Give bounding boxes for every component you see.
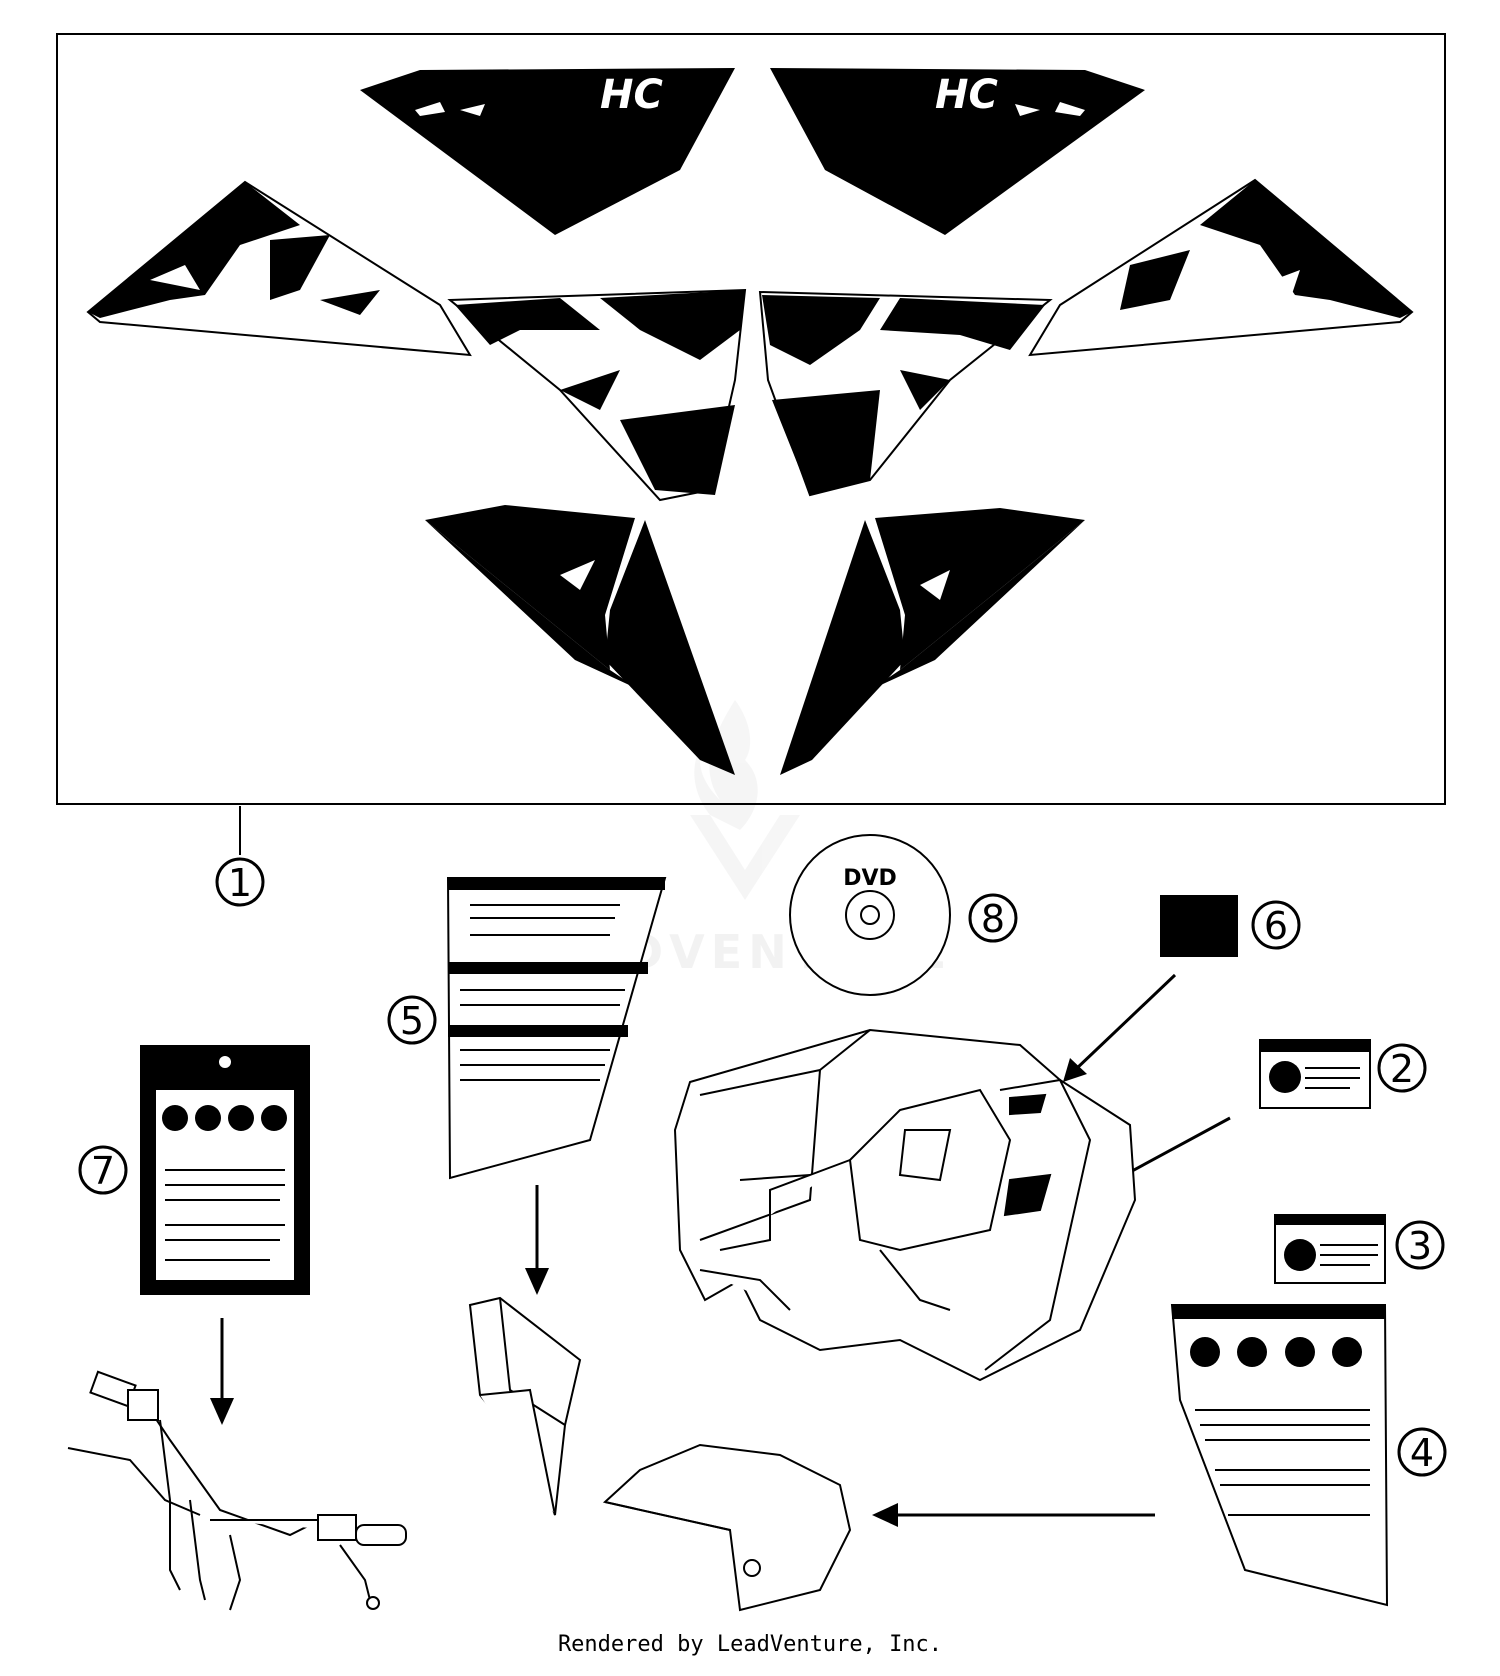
- fender-decal-right-outer: [1028, 178, 1414, 357]
- warning-label-4: [1170, 1304, 1389, 1607]
- decal-hc-text-right: HC: [935, 72, 998, 118]
- fender-decal-right-inner: [758, 290, 1053, 497]
- callout-6: 6: [1251, 900, 1301, 950]
- callout-label-3: 3: [1408, 1224, 1432, 1268]
- fender-decal-left-outer: [86, 180, 472, 357]
- callout-7: 7: [78, 1145, 128, 1195]
- dvd-label: DVD: [843, 866, 897, 891]
- callout-label-8: 8: [981, 897, 1005, 941]
- callout-2: 2: [1377, 1043, 1427, 1093]
- callout-label-6: 6: [1264, 904, 1288, 948]
- decal-kit-frame: [56, 33, 1446, 805]
- tank-decal-left-hc: HC: [360, 68, 735, 235]
- fender-decal-left-inner: [447, 288, 747, 502]
- warning-label-3: [1274, 1214, 1386, 1284]
- callout-label-7: 7: [91, 1149, 115, 1193]
- callout-label-4: 4: [1410, 1431, 1434, 1475]
- decal-hc-text-left: HC: [600, 72, 663, 118]
- arrow-4-head: [872, 1503, 898, 1527]
- callout-label-1: 1: [228, 861, 252, 905]
- warning-label-7: [140, 1045, 310, 1295]
- warning-label-2: [1259, 1039, 1371, 1109]
- shroud-decal-right: [780, 508, 1085, 775]
- warning-label-5: [446, 877, 667, 1180]
- handlebar-illustration: [67, 1370, 407, 1611]
- callout-label-5: 5: [400, 999, 424, 1043]
- callout-3: 3: [1395, 1220, 1445, 1270]
- dvd-disc: DVD: [789, 834, 951, 996]
- footer-credit: Rendered by LeadVenture, Inc.: [557, 1632, 943, 1657]
- callout-8: 8: [968, 893, 1018, 943]
- rear-fender-illustration: [673, 1028, 1137, 1382]
- tank-decal-right-hc: HC: [770, 68, 1145, 235]
- shroud-decal-left: [425, 505, 735, 775]
- callout-label-2: 2: [1390, 1047, 1414, 1091]
- black-label-6: [1160, 895, 1238, 957]
- callout-1: 1: [215, 857, 265, 907]
- arrow-7-head: [210, 1398, 234, 1425]
- arrow-6-head: [1063, 1058, 1087, 1082]
- front-fender-illustration: [602, 1443, 852, 1612]
- arrow-5-head: [525, 1268, 549, 1295]
- callout-5: 5: [387, 995, 437, 1045]
- arrow-6-line: [1073, 973, 1177, 1072]
- front-fender-side-illustration: [468, 1296, 582, 1516]
- callout-4: 4: [1397, 1427, 1447, 1477]
